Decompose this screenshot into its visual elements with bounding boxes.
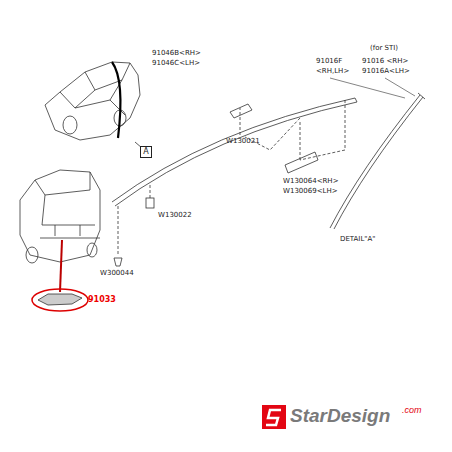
sti-molding	[330, 93, 425, 229]
logo-text: StarDesign	[290, 406, 390, 425]
detail-box: A	[140, 146, 152, 158]
detail-letter: A	[141, 148, 151, 156]
logo-text: .com	[402, 406, 422, 415]
part-number: 91046B<RH>	[152, 50, 201, 57]
car-sketch	[20, 170, 100, 292]
clip	[146, 198, 154, 208]
part-number: 91016F	[316, 58, 342, 65]
part-number: W130022	[158, 212, 192, 219]
clip	[285, 152, 318, 173]
detail-label: DETAIL"A"	[340, 236, 376, 243]
part-number: W130021	[226, 138, 260, 145]
logo-icon	[262, 405, 286, 429]
part-number: 91033	[88, 296, 116, 304]
note: <RH,LH>	[316, 68, 349, 75]
part-number: W130064<RH>	[283, 178, 339, 185]
note: (for STI)	[370, 45, 398, 52]
part-number: 91046C<LH>	[152, 60, 200, 67]
highlight-circle	[32, 289, 88, 311]
clip	[114, 258, 122, 266]
car-sketch	[45, 62, 140, 140]
part-number: W300044	[100, 270, 134, 277]
clip	[230, 104, 252, 118]
part-number: 91016 <RH>	[362, 58, 408, 65]
part-number: W130069<LH>	[283, 188, 338, 195]
roof-molding	[112, 98, 357, 206]
part-number: 91016A<LH>	[362, 68, 410, 75]
